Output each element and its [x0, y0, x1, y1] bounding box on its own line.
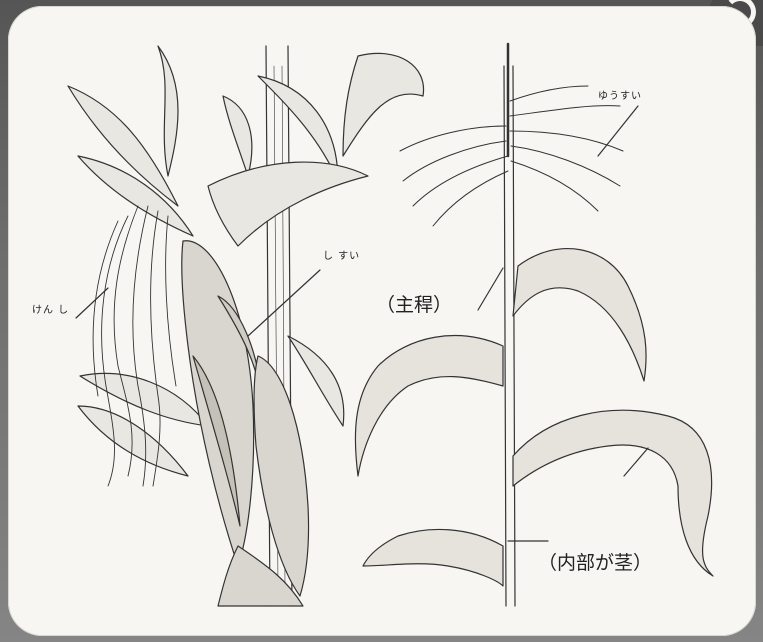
tassel: [400, 44, 623, 226]
leaf-leader: [624, 448, 648, 476]
label-shisui: し すい: [323, 252, 360, 262]
label-main-stem: （主稈）: [376, 296, 452, 315]
corn-plant-illustration: [8, 6, 756, 636]
label-yuusui: ゆうすい: [598, 92, 642, 102]
label-inner-stem: （内部が茎）: [538, 554, 652, 573]
illustration-panel: けん し し すい ゆうすい （主稈） （内部が茎）: [8, 6, 756, 636]
shisui-leader: [248, 270, 320, 336]
main-stem-leader: [478, 268, 503, 310]
main-stem: [504, 66, 515, 606]
label-kenshi: けん し: [32, 306, 69, 316]
